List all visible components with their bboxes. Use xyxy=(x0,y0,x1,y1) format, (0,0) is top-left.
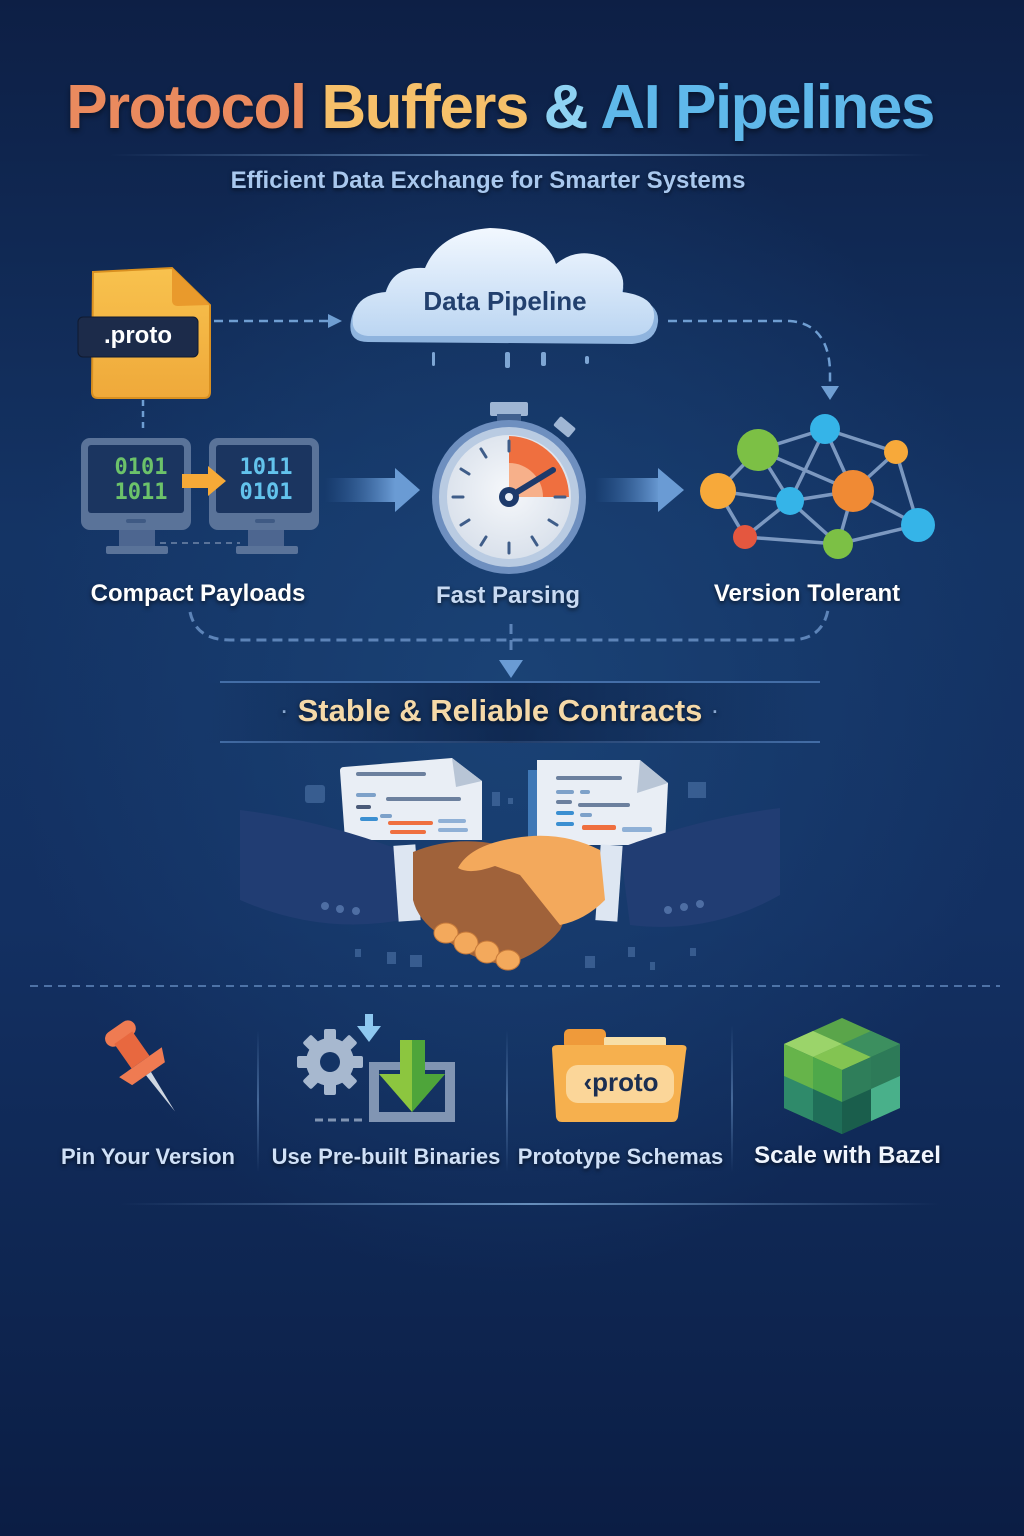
flow-diagram: 0101 1011 1011 0101 xyxy=(30,228,1000,987)
title-ampersand: & xyxy=(543,73,589,142)
title-divider xyxy=(110,154,930,156)
tip-separator-3 xyxy=(731,1025,733,1172)
title-word-buffers: Buffers xyxy=(321,73,529,142)
gear-download-icon xyxy=(297,1014,455,1122)
binary-right-line-2: 0101 xyxy=(240,480,293,505)
contracts-label: Stable & Reliable Contracts xyxy=(297,693,703,728)
tip-separator-1 xyxy=(257,1030,259,1172)
monitors-icon xyxy=(81,438,319,554)
proto-folder-icon xyxy=(552,1029,687,1122)
binary-left-line-2: 1011 xyxy=(115,480,168,505)
tip-label-prototype-schemas: Prototype Schemas xyxy=(517,1144,724,1169)
connector-proto-to-cloud xyxy=(214,314,342,328)
tip-label-pin-your-version: Pin Your Version xyxy=(60,1144,235,1169)
pushpin-icon xyxy=(105,1020,175,1112)
contracts-arrow-head xyxy=(499,660,523,678)
stage-label-fast-parsing: Fast Parsing xyxy=(435,582,581,609)
connector-cloud-to-network xyxy=(668,319,839,400)
arrow-compact-to-fast xyxy=(325,468,420,512)
proto-folder-badge: ‹proto xyxy=(583,1067,659,1097)
cloud-icon xyxy=(350,228,659,368)
contracts-dot-left: · xyxy=(281,702,288,723)
bazel-cube-icon xyxy=(784,1018,900,1134)
connector-stages-to-contracts xyxy=(188,609,830,656)
title-word-ai-pipelines: AI Pipelines xyxy=(600,73,935,142)
cloud-label: Data Pipeline xyxy=(423,286,587,316)
contracts-dot-right: · xyxy=(712,702,719,723)
proto-file-icon xyxy=(77,266,211,399)
proto-file-label: .proto xyxy=(104,322,172,349)
handshake-contract-illustration xyxy=(240,758,780,971)
page-title: Protocol Buffers & AI Pipelines xyxy=(0,72,1000,143)
stopwatch-icon xyxy=(432,402,586,574)
arrow-fast-to-version xyxy=(595,468,684,512)
stage-label-version-tolerant: Version Tolerant xyxy=(713,580,901,607)
network-graph-icon xyxy=(700,414,935,559)
contracts-heading: · Stable & Reliable Contracts · xyxy=(0,693,1000,729)
contracts-top-rule xyxy=(220,681,820,683)
tip-label-use-pre-built-binaries: Use Pre-built Binaries xyxy=(271,1144,501,1169)
footer-divider xyxy=(120,1203,940,1205)
subtitle: Efficient Data Exchange for Smarter Syst… xyxy=(230,167,746,194)
tip-separator-2 xyxy=(506,1030,508,1172)
tip-label-scale-with-bazel: Scale with Bazel xyxy=(754,1142,941,1169)
title-word-protocol: Protocol xyxy=(66,73,307,142)
contracts-band xyxy=(200,683,820,743)
stage-label-compact-payloads: Compact Payloads xyxy=(90,580,306,607)
binary-left-line-1: 0101 xyxy=(115,455,168,480)
binary-right-line-1: 1011 xyxy=(240,455,293,480)
